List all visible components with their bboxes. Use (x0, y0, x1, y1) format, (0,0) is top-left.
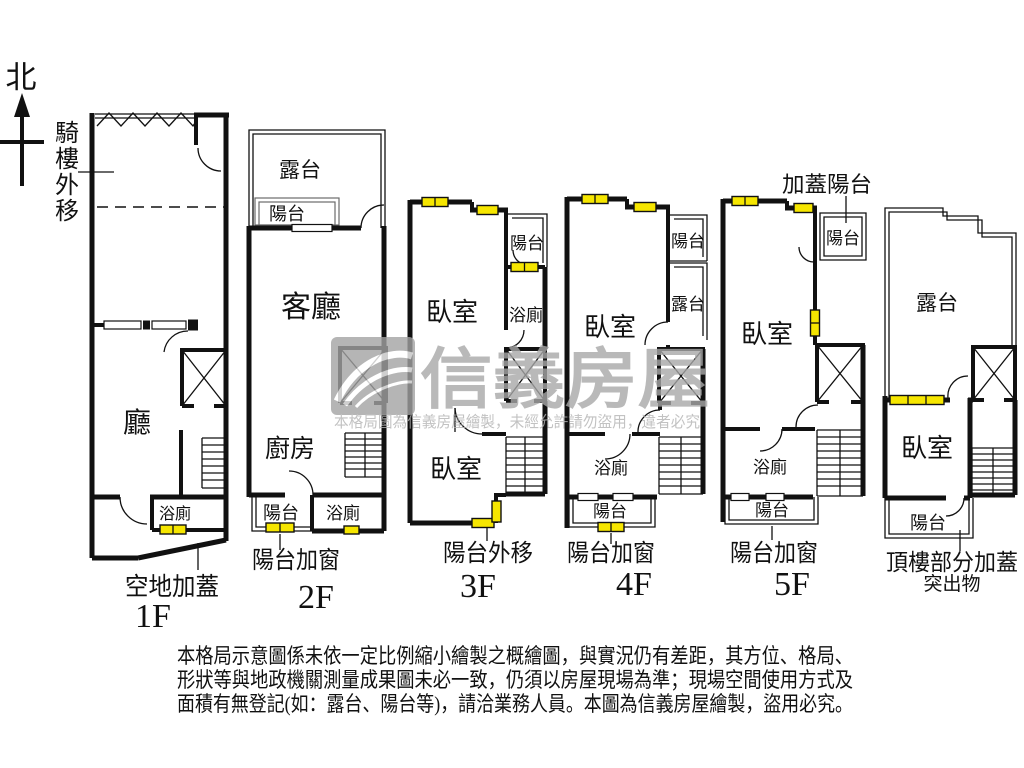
stairs-icon (201, 437, 228, 489)
north-label: 北 (6, 60, 37, 95)
room-label-living: 客廳 (281, 291, 341, 324)
elevator-icon (971, 345, 1017, 402)
watermark: 信義房屋 本格局圖為信義房屋繪製，未經允許請勿盜用，違者必究 (331, 337, 710, 431)
elevator-icon (180, 348, 228, 408)
floor-label-1f: 1F (135, 598, 171, 635)
disclaimer-line-2: 形狀等與地政機關測量成果圖未必一致，仍須以房屋現場為準；現場空間使用方式及 (177, 668, 853, 692)
floor-4f: 臥室 陽台 露台 浴廁 陽台 陽台加窗 4F (564, 193, 708, 603)
window-marker (471, 517, 495, 529)
floor-label-5f: 5F (774, 566, 810, 603)
floor-3f: 臥室 陽台 浴廁 臥室 陽台外移 3F (407, 196, 548, 605)
door-arc (798, 246, 815, 263)
room-label-hall: 廳 (123, 407, 151, 438)
room-label-balcony2: 陽台 (263, 503, 299, 523)
door-arc (454, 407, 483, 435)
window-marker (343, 525, 360, 535)
door-arc (604, 433, 631, 460)
stairs-icon (658, 436, 703, 495)
elevator-icon (815, 343, 865, 404)
room-label-balcony: 陽台 (510, 234, 544, 253)
room-label-terrace: 露台 (916, 292, 958, 315)
window-marker (793, 202, 814, 214)
room-label-bath: 浴廁 (594, 458, 628, 478)
door-arc (947, 375, 969, 399)
room-label-balcony: 陽台 (826, 229, 860, 248)
door-arc (945, 497, 965, 517)
room-label-bath: 浴廁 (753, 457, 787, 477)
room-label-balcony2: 陽台 (593, 502, 627, 521)
door-arc (163, 330, 189, 353)
door-arc (360, 204, 385, 229)
stairs-icon (971, 447, 1015, 496)
annotation-window: 陽台加窗 (567, 540, 655, 567)
annotation-window: 陽台加窗 (730, 540, 818, 567)
floor-5f: 加蓋陽台 (720, 172, 872, 603)
floor-label-4f: 4F (616, 566, 652, 603)
room-label-balcony: 陽台 (269, 204, 305, 224)
watermark-notice: 本格局圖為信義房屋繪製，未經允許請勿盜用，違者必究 (334, 412, 700, 431)
stairs-icon (505, 436, 545, 495)
disclaimer: 本格局示意圖係未依一定比例縮小繪製之概繪圖，與實況仍有差距，其方位、格局、 形狀… (177, 644, 853, 716)
room-label-bath: 浴廁 (509, 305, 543, 325)
door-arc (644, 321, 669, 346)
room-label-balcony: 陽台 (910, 513, 946, 533)
annotation-rooftop: 頂樓部分加蓋 (886, 549, 1018, 575)
floor-1f: 廳 浴廁 騎樓外移 空地加蓋 1F (51, 112, 229, 635)
annotation-covered-balcony: 加蓋陽台 (782, 172, 872, 197)
room-label-balcony2: 陽台 (755, 501, 789, 520)
room-label-bath: 浴廁 (159, 504, 191, 523)
room-label-terrace: 露台 (671, 295, 705, 314)
window-marker (491, 500, 502, 523)
room-label-bedroom: 臥室 (901, 433, 953, 463)
disclaimer-line-3: 面積有無登記(如：露台、陽台等)，請洽業務人員。本圖為信義房屋繪製，盜用必究。 (177, 692, 853, 716)
door-arc (288, 470, 314, 496)
room-label-bedroom-bottom: 臥室 (430, 454, 482, 484)
window-marker (889, 394, 945, 406)
room-label-kitchen: 廚房 (265, 435, 315, 463)
window-marker (476, 204, 499, 216)
floor-roof: 露台 臥室 陽台 頂樓部分加蓋 突出物 (882, 207, 1018, 595)
floor-label-3f: 3F (460, 568, 496, 605)
room-label-bedroom: 臥室 (741, 319, 793, 349)
stairs-icon (344, 432, 386, 478)
room-label-bedroom-top: 臥室 (426, 297, 478, 327)
door-arc (119, 496, 148, 525)
door-arc (637, 409, 661, 434)
door-arc (795, 404, 819, 428)
watermark-brand: 信義房屋 (420, 342, 710, 416)
annotation-protrusion: 突出物 (923, 573, 980, 595)
room-label-balcony: 陽台 (671, 232, 705, 251)
sinyi-logo-icon (331, 337, 415, 415)
door-arc (759, 428, 783, 452)
annotation-arcade: 騎樓外移 (51, 120, 79, 224)
room-label-bedroom: 臥室 (584, 312, 636, 342)
disclaimer-line-1: 本格局示意圖係未依一定比例縮小繪製之概繪圖，與實況仍有差距，其方位、格局、 (177, 644, 853, 668)
door-arc (197, 147, 222, 172)
floor-label-2f: 2F (298, 579, 334, 616)
north-arrow-icon: 北 (0, 60, 44, 186)
window-marker (633, 201, 657, 213)
room-label-bath: 浴廁 (326, 503, 360, 523)
annotation-balcony-out: 陽台外移 (443, 540, 533, 567)
annotation-ground: 空地加蓋 (125, 573, 219, 601)
annotation-window: 陽台加窗 (252, 547, 340, 574)
room-label-terrace: 露台 (279, 159, 321, 182)
stairs-icon (816, 429, 863, 497)
